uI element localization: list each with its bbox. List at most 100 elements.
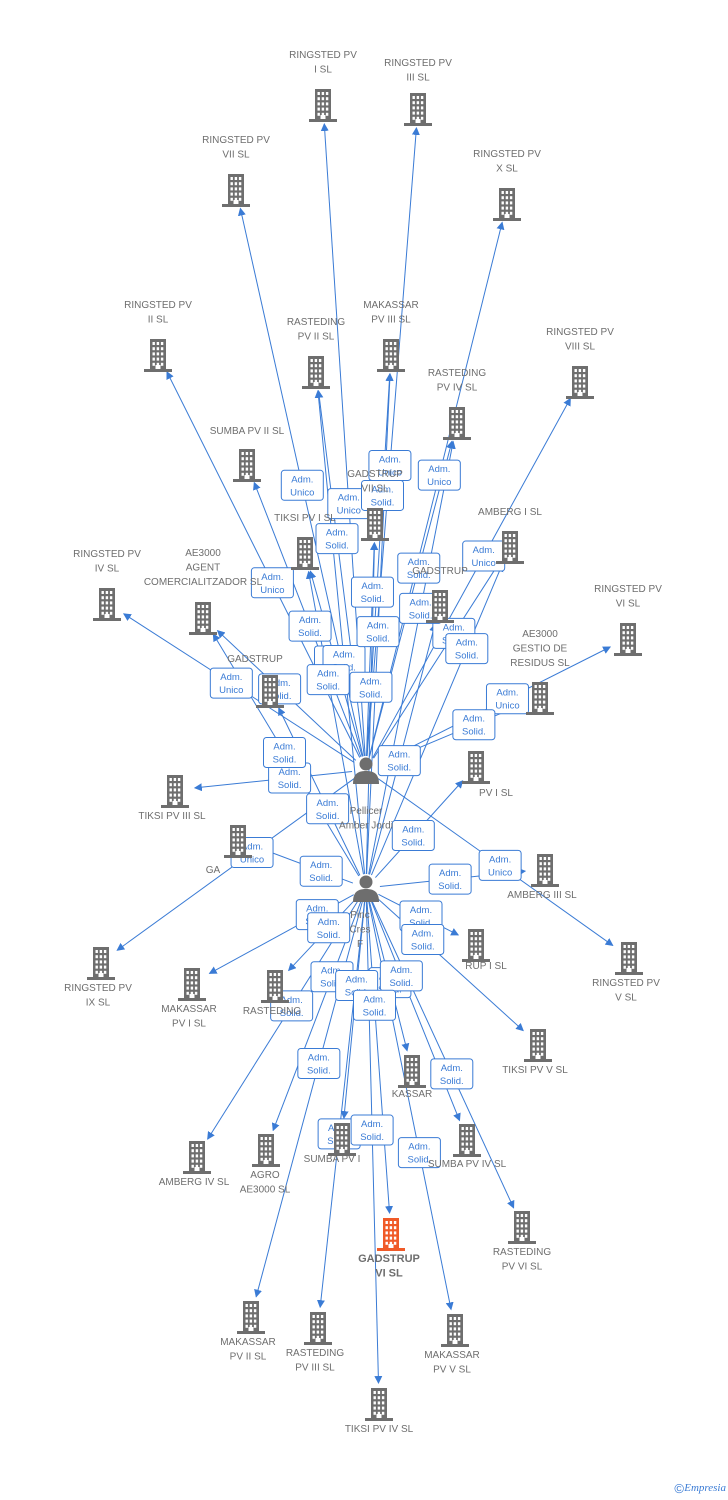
- edge-label-box: [401, 923, 445, 955]
- building-icon: [222, 174, 250, 207]
- company-node[interactable]: RINGSTED PVV SL: [592, 942, 660, 1004]
- edge-label-text: Adm.: [361, 1119, 383, 1130]
- node-label: TIKSI PV IV SL: [345, 1424, 414, 1435]
- company-node[interactable]: AMBERG IV SL: [159, 1141, 230, 1188]
- company-node[interactable]: PV I SL: [462, 751, 513, 799]
- edge-label-box: [391, 820, 435, 852]
- edge-label-text: Adm.: [317, 798, 339, 809]
- edge-label-text: Adm.: [333, 650, 355, 661]
- building-icon: [183, 1141, 211, 1174]
- edge-label-text: Adm.: [321, 966, 343, 977]
- edge-label-text: Adm.: [281, 995, 303, 1006]
- company-node[interactable]: AMBERG I SL: [478, 507, 542, 564]
- building-icon: [237, 1301, 265, 1334]
- company-node[interactable]: RUP I SL: [462, 929, 507, 972]
- edge-label-text: Unico: [240, 855, 264, 866]
- building-icon: [493, 188, 521, 221]
- edge-label-text: Solid.: [307, 1065, 331, 1076]
- company-node[interactable]: GADSTRUP: [227, 654, 284, 708]
- edge-label-text: Adm.: [412, 928, 434, 939]
- edge-label-text: Solid.: [316, 682, 340, 693]
- brand-logo[interactable]: Empresia: [684, 1482, 726, 1494]
- building-icon: [309, 89, 337, 122]
- edge-label: Adm.Solid.: [397, 552, 441, 584]
- edges-layer: [116, 122, 614, 1385]
- node-label: I SL: [314, 65, 332, 76]
- node-label: Pellicer: [350, 806, 383, 817]
- node-label: GADSTRUP: [347, 469, 403, 480]
- company-node[interactable]: RINGSTED PVI SL: [289, 50, 357, 122]
- company-node[interactable]: GA: [206, 825, 252, 876]
- edge-label-text: Adm.: [496, 688, 518, 699]
- company-node[interactable]: RASTEDING: [243, 970, 302, 1017]
- node-label: COMERCIALITZADOR SL: [144, 577, 263, 588]
- edge-label-box: [478, 849, 522, 881]
- edge-label: Adm.Solid.: [299, 855, 343, 887]
- edge-label-text: Solid.: [389, 978, 413, 989]
- node-label: PV III SL: [295, 1363, 335, 1374]
- node-label: RINGSTED PV: [73, 549, 141, 560]
- edge-label-box: [452, 709, 496, 741]
- node-label: VI SL: [375, 1268, 403, 1280]
- edge-label-box: [349, 671, 393, 703]
- edge-label-box: [280, 469, 324, 501]
- edge-line: [366, 126, 420, 757]
- company-node[interactable]: SUMBA PV IV SL: [428, 1124, 507, 1170]
- company-node[interactable]: RINGSTED PVX SL: [473, 149, 541, 221]
- node-label: RINGSTED PV: [64, 983, 132, 994]
- company-node[interactable]: GADSTRUP: [412, 566, 468, 623]
- node-label: SUMBA PV IV SL: [428, 1159, 507, 1170]
- edge-label-box: [428, 863, 472, 895]
- company-node[interactable]: TIKSI PV IV SL: [345, 1388, 414, 1435]
- node-label: RINGSTED PV: [202, 135, 270, 146]
- edge-label-text: Adm.: [379, 454, 401, 465]
- edge-label-text: Adm.: [338, 493, 360, 504]
- edge-label-text: Solid.: [407, 570, 431, 581]
- company-node[interactable]: TIKSI PV III SL: [138, 775, 206, 822]
- edge-label: Adm.Solid.: [361, 479, 404, 511]
- edge-line: [254, 901, 363, 1298]
- edge-label-text: Unico: [472, 558, 496, 569]
- edge-label-text: Solid.: [363, 1007, 387, 1018]
- company-node[interactable]: TIKSI PV V SL: [502, 1029, 568, 1076]
- company-node[interactable]: SUMBA PV II SL: [210, 426, 285, 482]
- company-node[interactable]: AMBERG III SL: [507, 854, 577, 901]
- edge-label: Adm.Unico: [478, 849, 522, 881]
- node-label: RESIDUS SL: [510, 658, 570, 669]
- node-label: PV VI SL: [502, 1262, 543, 1273]
- edge-line: [371, 900, 515, 1209]
- node-label: V SL: [615, 993, 637, 1004]
- company-node[interactable]: TIKSI PV I SL: [274, 513, 336, 570]
- company-node[interactable]: SUMBA PV I: [304, 1123, 361, 1165]
- node-label: III SL: [406, 73, 430, 84]
- node-label: PV II SL: [298, 332, 335, 343]
- edge-label-text: Adm.: [360, 676, 382, 687]
- edge-label-box: [353, 989, 396, 1021]
- edge-label-text: Unico: [290, 487, 314, 498]
- edge-label-text: Solid.: [359, 689, 383, 700]
- company-node[interactable]: KASSAR: [392, 1055, 433, 1100]
